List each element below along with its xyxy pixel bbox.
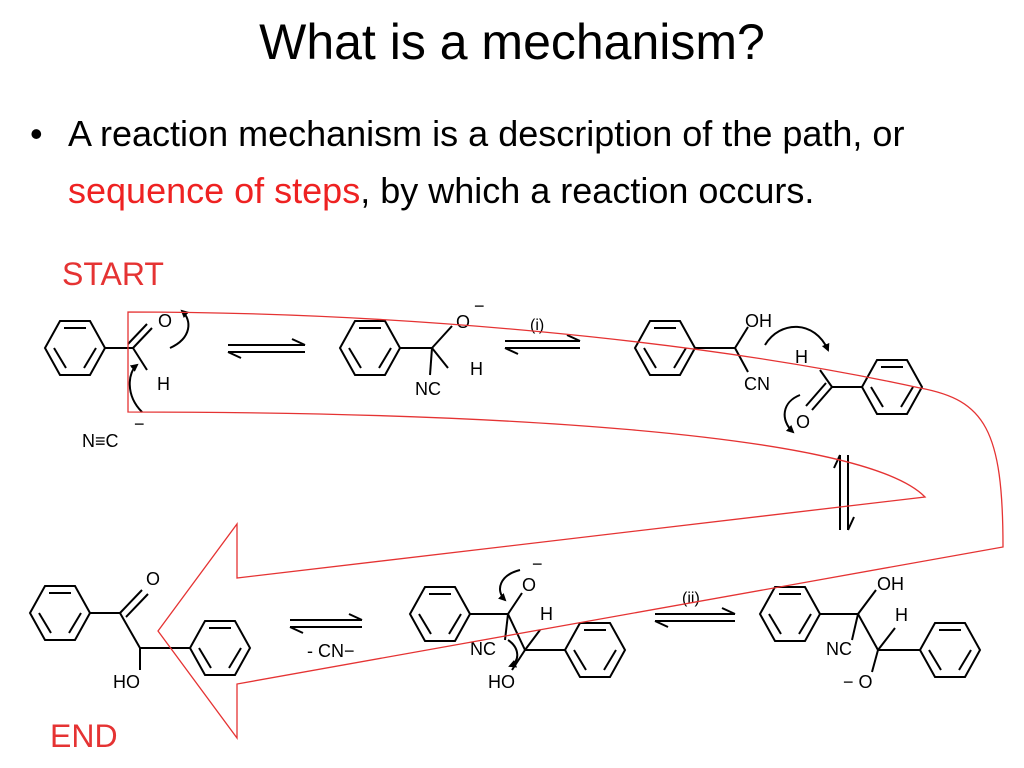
nitrile-nc-1: NC — [415, 379, 441, 399]
bullet-text-after: , by which a reaction occurs. — [360, 170, 815, 211]
charge-minus-3: − — [532, 554, 543, 574]
charge-minus-1: − — [134, 414, 145, 434]
atom-o-3: O — [796, 412, 810, 432]
alkoxide-adduct — [408, 586, 627, 678]
bullet-highlight: sequence of steps — [68, 170, 361, 211]
hydroxyl-oh-2: OH — [877, 574, 904, 594]
start-label: START — [62, 256, 164, 292]
alkoxide-intermediate — [338, 320, 453, 376]
atom-o-2: O — [456, 312, 470, 332]
nitrile-cn-1: CN — [744, 374, 770, 394]
benzaldehyde-2 — [805, 359, 924, 415]
nitrile-nc-2: NC — [470, 639, 496, 659]
bullet-text: A reaction mechanism is a description of… — [68, 105, 1010, 219]
curved-arrow-5 — [497, 569, 521, 602]
hydroxyl-oh-1: OH — [745, 311, 772, 331]
bullet-text-before: A reaction mechanism is a description of… — [68, 113, 905, 154]
alkoxide-o: − O — [843, 672, 873, 692]
bullet-marker: • — [30, 113, 43, 154]
atom-o-4: O — [146, 569, 160, 589]
equilibrium-arrow-1 — [227, 338, 306, 359]
step-label-minus-cn: - CN− — [307, 641, 355, 661]
equilibrium-arrow-4 — [654, 607, 736, 628]
equilibrium-arrow-vertical — [833, 454, 855, 531]
benzoin-product — [28, 585, 252, 676]
curved-arrow-4 — [783, 394, 801, 434]
slide-title: What is a mechanism? — [259, 14, 765, 70]
cyanohydrin-adduct — [758, 586, 982, 678]
equilibrium-arrow-3 — [289, 613, 363, 634]
bullet-point: • A reaction mechanism is a description … — [30, 105, 1010, 219]
curved-arrow-3 — [764, 325, 830, 352]
atom-h-3: H — [795, 347, 808, 367]
curved-arrow-6 — [507, 639, 519, 668]
hydroxyl-ho-1: HO — [113, 672, 140, 692]
charge-minus-2: − — [474, 296, 485, 316]
atom-h-1: H — [157, 374, 170, 394]
atom-o-5: O — [522, 575, 536, 595]
cyanide-ion: N≡C — [82, 431, 119, 451]
nitrile-nc-3: NC — [826, 639, 852, 659]
end-label: END — [50, 718, 118, 754]
atom-h-2: H — [470, 359, 483, 379]
atom-h-4: H — [540, 604, 553, 624]
pathway-loop-arrow — [127, 311, 1004, 740]
equilibrium-arrow-2 — [504, 334, 581, 355]
curved-arrow-1 — [128, 363, 143, 413]
atom-h-5: H — [895, 605, 908, 625]
step-label-ii: (ii) — [682, 590, 700, 607]
step-label-i: (i) — [530, 317, 544, 334]
atom-o-1: O — [158, 311, 172, 331]
curved-arrow-2 — [169, 309, 190, 349]
hydroxyl-ho-2: HO — [488, 672, 515, 692]
cyanohydrin-carbanion — [633, 320, 749, 376]
